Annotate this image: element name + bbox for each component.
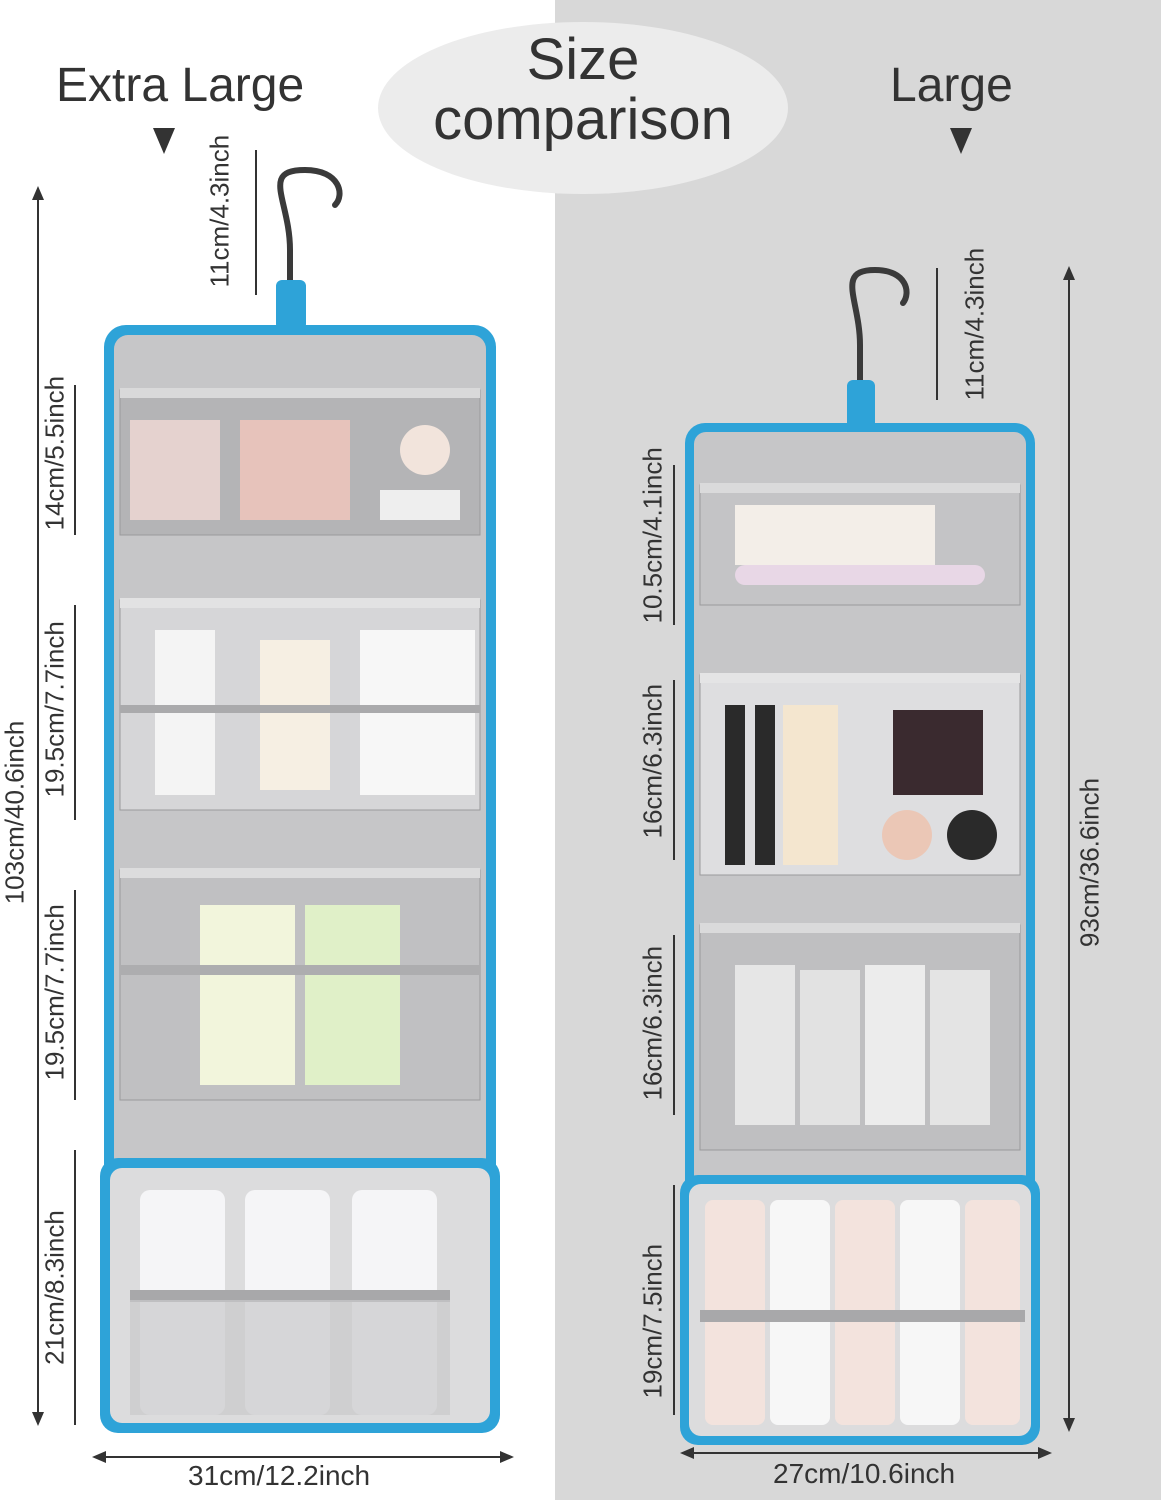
large-section-1-line [673, 465, 675, 625]
extra-large-bag-image [100, 166, 500, 1433]
large-hook-height: 11cm/4.3inch [959, 247, 990, 401]
large-section-2-line [673, 680, 675, 860]
extra-large-hook-line [255, 150, 257, 295]
page-title: Size comparison [378, 30, 788, 150]
extra-large-width-line [100, 1456, 505, 1458]
large-section-4-height: 19cm/7.5inch [637, 1243, 668, 1399]
extra-large-width-right-arrow [500, 1451, 514, 1463]
large-bag-image [680, 266, 1040, 1445]
title-bubble [378, 22, 788, 194]
extra-large-section-2-line [74, 605, 76, 820]
large-width: 27cm/10.6inch [773, 1458, 956, 1489]
large-width-left-arrow [680, 1447, 694, 1459]
extra-large-width-left-arrow [92, 1451, 106, 1463]
large-total-height: 93cm/36.6inch [1074, 777, 1105, 948]
extra-large-label: Extra Large [56, 59, 305, 112]
extra-large-hook-height: 11cm/4.3inch [204, 134, 235, 288]
large-width-right-arrow [1038, 1447, 1052, 1459]
extra-large-total-height: 103cm/40.6inch [0, 720, 30, 905]
extra-large-section-4-height: 21cm/8.3inch [39, 1210, 70, 1365]
extra-large-section-1-line [74, 385, 76, 535]
large-section-4-line [673, 1185, 675, 1415]
large-width-line [688, 1452, 1043, 1454]
extra-large-arrow-icon [153, 128, 175, 154]
extra-large-section-4-line [74, 1150, 76, 1425]
large-total-height-top-arrow [1063, 266, 1075, 280]
large-section-2-height: 16cm/6.3inch [637, 683, 668, 839]
extra-large-section-3-line [74, 890, 76, 1100]
large-section-3-line [673, 935, 675, 1115]
title-line-2: comparison [433, 87, 733, 152]
large-total-height-line [1068, 275, 1070, 1425]
large-section-3-height: 16cm/6.3inch [637, 945, 668, 1101]
extra-large-total-height-bottom-arrow [32, 1412, 44, 1426]
large-label: Large [890, 59, 1013, 112]
extra-large-width: 31cm/12.2inch [188, 1460, 371, 1491]
large-section-1-height: 10.5cm/4.1inch [637, 447, 668, 624]
extra-large-total-height-line [37, 195, 39, 1420]
extra-large-section-3-height: 19.5cm/7.7inch [39, 904, 70, 1081]
extra-large-section-1-height: 14cm/5.5inch [39, 375, 70, 531]
large-total-height-bottom-arrow [1063, 1418, 1075, 1432]
large-arrow-icon [950, 128, 972, 154]
extra-large-section-2-height: 19.5cm/7.7inch [39, 621, 70, 798]
title-line-1: Size [526, 27, 640, 92]
large-hook-line [936, 268, 938, 400]
extra-large-total-height-top-arrow [32, 186, 44, 200]
